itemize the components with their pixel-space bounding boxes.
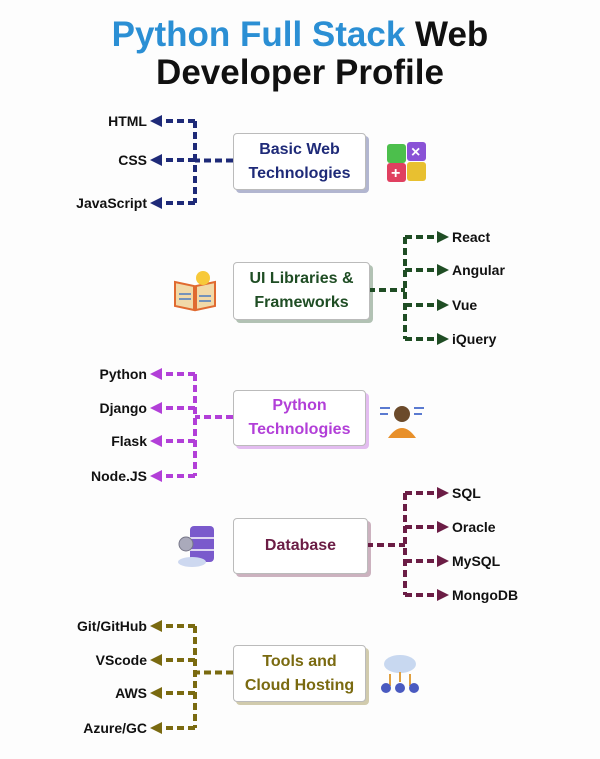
- svg-text:×: ×: [411, 144, 420, 161]
- section-box: Database: [233, 518, 368, 574]
- arrowhead-icon: [150, 687, 162, 699]
- item-label: HTML: [108, 113, 147, 129]
- item-label: MySQL: [452, 553, 501, 569]
- arrowhead-icon: [150, 197, 162, 209]
- item-label: Flask: [111, 433, 147, 449]
- item-label: AWS: [115, 685, 147, 701]
- database-server-icon: [176, 524, 220, 568]
- arrowhead-icon: [437, 521, 449, 533]
- item-label: CSS: [118, 152, 147, 168]
- arrowhead-icon: [437, 333, 449, 345]
- arrowhead-icon: [150, 620, 162, 632]
- item-label: Azure/GC: [83, 720, 147, 736]
- arrowhead-icon: [437, 264, 449, 276]
- section-title-line-2: Technologies: [248, 421, 351, 438]
- item-label: Django: [99, 400, 147, 416]
- title-line-1: Python Full Stack Web: [0, 16, 600, 54]
- item-label: React: [452, 229, 491, 245]
- item-label: Vue: [452, 297, 478, 313]
- section-title-line-2: Technologies: [248, 164, 351, 182]
- arrowhead-icon: [150, 470, 162, 482]
- item-label: JavaScript: [76, 195, 147, 211]
- developer-avatar-icon: [380, 398, 424, 442]
- section-title-line-1: Database: [264, 537, 337, 554]
- cloud-network-icon: [378, 652, 422, 696]
- arrowhead-icon: [150, 435, 162, 447]
- arrowhead-icon: [150, 154, 162, 166]
- item-label: Git/GitHub: [77, 618, 147, 634]
- section-box: UI Libraries & Frameworks: [233, 262, 370, 320]
- svg-text:+: +: [391, 165, 400, 182]
- arrowhead-icon: [437, 299, 449, 311]
- item-label: Oracle: [452, 519, 496, 535]
- item-label: Python: [99, 366, 147, 382]
- arrowhead-icon: [437, 487, 449, 499]
- section-title-line-2: Cloud Hosting: [244, 676, 355, 694]
- item-label: VScode: [95, 652, 147, 668]
- section-title-line-1: UI Libraries &: [249, 270, 354, 287]
- book-lightbulb-icon: [173, 268, 217, 312]
- title-line-2: Developer Profile: [156, 53, 444, 92]
- arrowhead-icon: [150, 654, 162, 666]
- arrowhead-icon: [437, 555, 449, 567]
- item-label: iQuery: [452, 331, 497, 347]
- item-label: Node.JS: [90, 468, 147, 484]
- arrowhead-icon: [150, 402, 162, 414]
- arrowhead-icon: [437, 231, 449, 243]
- title-rest: Web: [405, 15, 489, 54]
- item-label: SQL: [452, 485, 481, 501]
- section-title-line-1: Python: [272, 397, 327, 414]
- item-label: Angular: [452, 262, 505, 278]
- title-highlight: Python Full Stack: [111, 15, 406, 54]
- calculator-blocks-icon: ×+: [385, 140, 429, 184]
- arrowhead-icon: [150, 115, 162, 127]
- arrowhead-icon: [437, 589, 449, 601]
- section-title-line-1: Tools and: [262, 652, 337, 670]
- section-title-line-1: Basic Web: [259, 140, 340, 158]
- arrowhead-icon: [150, 722, 162, 734]
- arrowhead-icon: [150, 368, 162, 380]
- section-title-line-2: Frameworks: [254, 294, 349, 311]
- item-label: MongoDB: [452, 587, 519, 603]
